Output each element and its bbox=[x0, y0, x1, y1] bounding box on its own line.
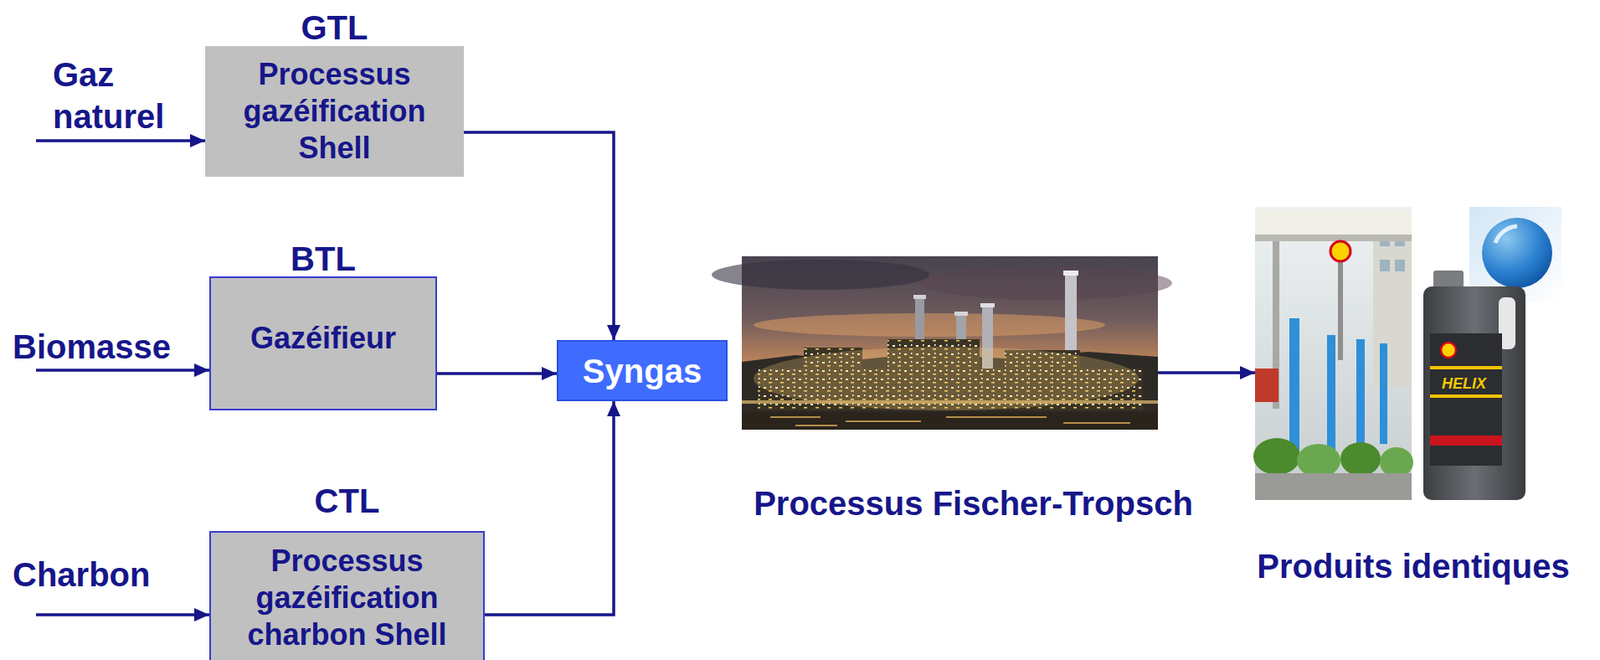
flow-arrow bbox=[484, 401, 614, 615]
text-slot: CTL bbox=[314, 483, 381, 518]
input-arrow bbox=[36, 368, 210, 372]
station-building bbox=[1373, 219, 1412, 387]
chimney-top bbox=[954, 311, 968, 316]
plant bbox=[1296, 443, 1341, 478]
chimney-top bbox=[1063, 270, 1079, 276]
sign-pole bbox=[1337, 251, 1343, 361]
label-stripe bbox=[1430, 435, 1503, 446]
logo-drop bbox=[1481, 217, 1553, 289]
input-label: Charbon bbox=[12, 554, 150, 595]
input-label: Gaz naturel bbox=[52, 53, 165, 138]
product-brand: HELIX bbox=[1441, 374, 1487, 393]
water bbox=[741, 411, 1158, 430]
box-text: Syngas bbox=[582, 350, 702, 391]
ground bbox=[1255, 473, 1412, 500]
box-text: Gazéifieur bbox=[250, 319, 397, 357]
banner bbox=[1379, 343, 1388, 444]
label-stripe bbox=[1430, 394, 1503, 398]
photo-caption: Produits identiques bbox=[1256, 545, 1570, 587]
banner bbox=[1356, 339, 1365, 448]
car bbox=[1255, 368, 1279, 402]
products-illustration bbox=[1253, 206, 1562, 500]
plant bbox=[1379, 447, 1414, 478]
chimney-top bbox=[913, 294, 927, 299]
text-slot: Processus Fischer-Tropsch bbox=[753, 483, 1194, 524]
text-slot: BTL bbox=[290, 241, 356, 276]
window bbox=[1379, 259, 1390, 272]
flow-arrow bbox=[437, 371, 557, 376]
box-heading: CTL bbox=[314, 483, 381, 518]
text-slot: GTL bbox=[301, 10, 369, 45]
oil-bottle bbox=[1423, 286, 1526, 500]
input-arrows bbox=[36, 140, 210, 615]
cloud bbox=[920, 266, 1173, 300]
pipe-rack bbox=[741, 400, 1158, 404]
logo-highlight bbox=[1495, 226, 1518, 243]
syngas-box: Syngas bbox=[556, 339, 728, 402]
label-stripe bbox=[1430, 365, 1503, 370]
process-box: CTLProcessus gazéification charbon Shell bbox=[209, 530, 485, 660]
cloud bbox=[753, 313, 1106, 337]
plant bbox=[1340, 442, 1381, 476]
window bbox=[1394, 259, 1405, 272]
reflections bbox=[770, 416, 1131, 426]
box-heading: GTL bbox=[301, 10, 369, 45]
bottle-label bbox=[1430, 333, 1503, 466]
banner bbox=[1289, 318, 1300, 453]
input-arrow bbox=[36, 138, 206, 143]
input-arrow bbox=[36, 612, 210, 617]
cloud bbox=[711, 259, 930, 290]
process-box: BTLGazéifieur bbox=[209, 276, 438, 411]
flow-arrow bbox=[463, 132, 614, 340]
flow-arrow bbox=[1157, 370, 1256, 375]
banner bbox=[1327, 334, 1336, 453]
station-canopy bbox=[1255, 209, 1412, 235]
plant bbox=[1253, 437, 1301, 475]
plant-photo: Processus Fischer-Tropsch bbox=[741, 256, 1158, 430]
input-label: Biomasse bbox=[12, 326, 171, 367]
box-text: Processus gazéification charbon Shell bbox=[210, 542, 484, 654]
box-text: Processus gazéification Shell bbox=[205, 56, 464, 167]
plant-illustration bbox=[711, 256, 1173, 430]
canopy-edge bbox=[1255, 234, 1412, 242]
station-sign bbox=[1330, 241, 1351, 262]
products-photo: Produits identiques bbox=[1255, 206, 1562, 500]
text-slot: Produits identiques bbox=[1256, 545, 1570, 587]
bottle-logo bbox=[1440, 342, 1456, 358]
process-box: GTLProcessus gazéification Shell bbox=[205, 46, 464, 177]
chimney-top bbox=[980, 303, 995, 308]
box-heading: BTL bbox=[290, 241, 356, 276]
photo-caption: Processus Fischer-Tropsch bbox=[753, 483, 1194, 524]
